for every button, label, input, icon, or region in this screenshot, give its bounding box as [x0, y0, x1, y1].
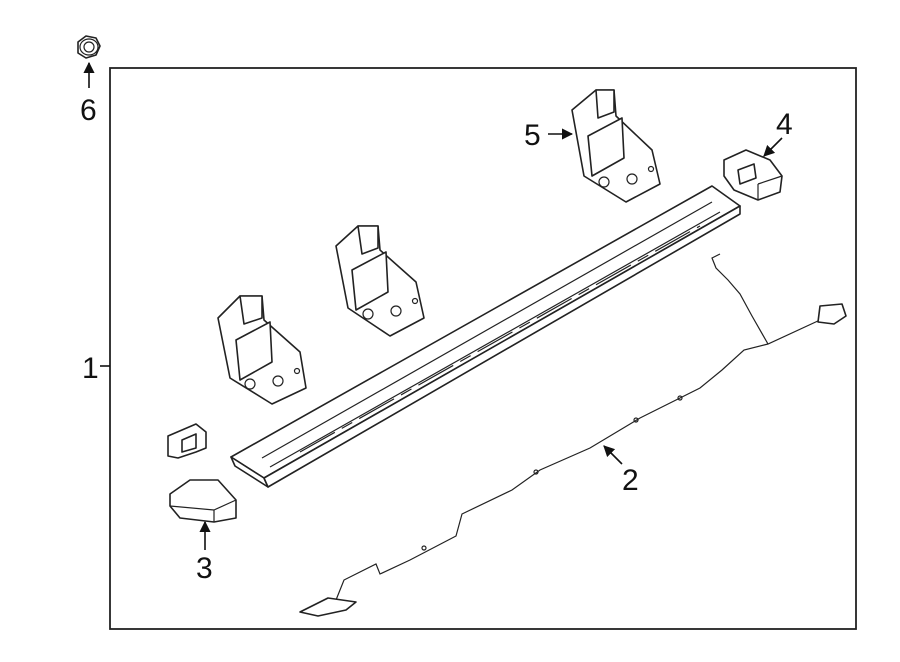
mounting-bracket-part[interactable] [335, 225, 425, 337]
callout-3: 3 [196, 552, 213, 585]
mounting-bracket-part[interactable] [571, 89, 661, 203]
end-cap-right-part[interactable] [723, 149, 783, 201]
leader-line-2 [603, 445, 623, 465]
end-cap-part[interactable] [169, 479, 237, 523]
callout-2: 2 [622, 464, 639, 497]
wiring-harness-part[interactable] [299, 253, 847, 617]
running-board-part[interactable] [230, 185, 741, 488]
callout-4: 4 [776, 108, 793, 141]
callout-5: 5 [524, 119, 541, 152]
callout-1: 1 [82, 352, 99, 385]
leader-line-4 [763, 137, 783, 157]
end-cap-clip-part[interactable] [167, 423, 207, 459]
nut-part[interactable] [77, 35, 101, 59]
assembly-frame [109, 67, 857, 630]
mounting-bracket-part[interactable] [217, 295, 307, 405]
callout-6: 6 [80, 94, 97, 127]
